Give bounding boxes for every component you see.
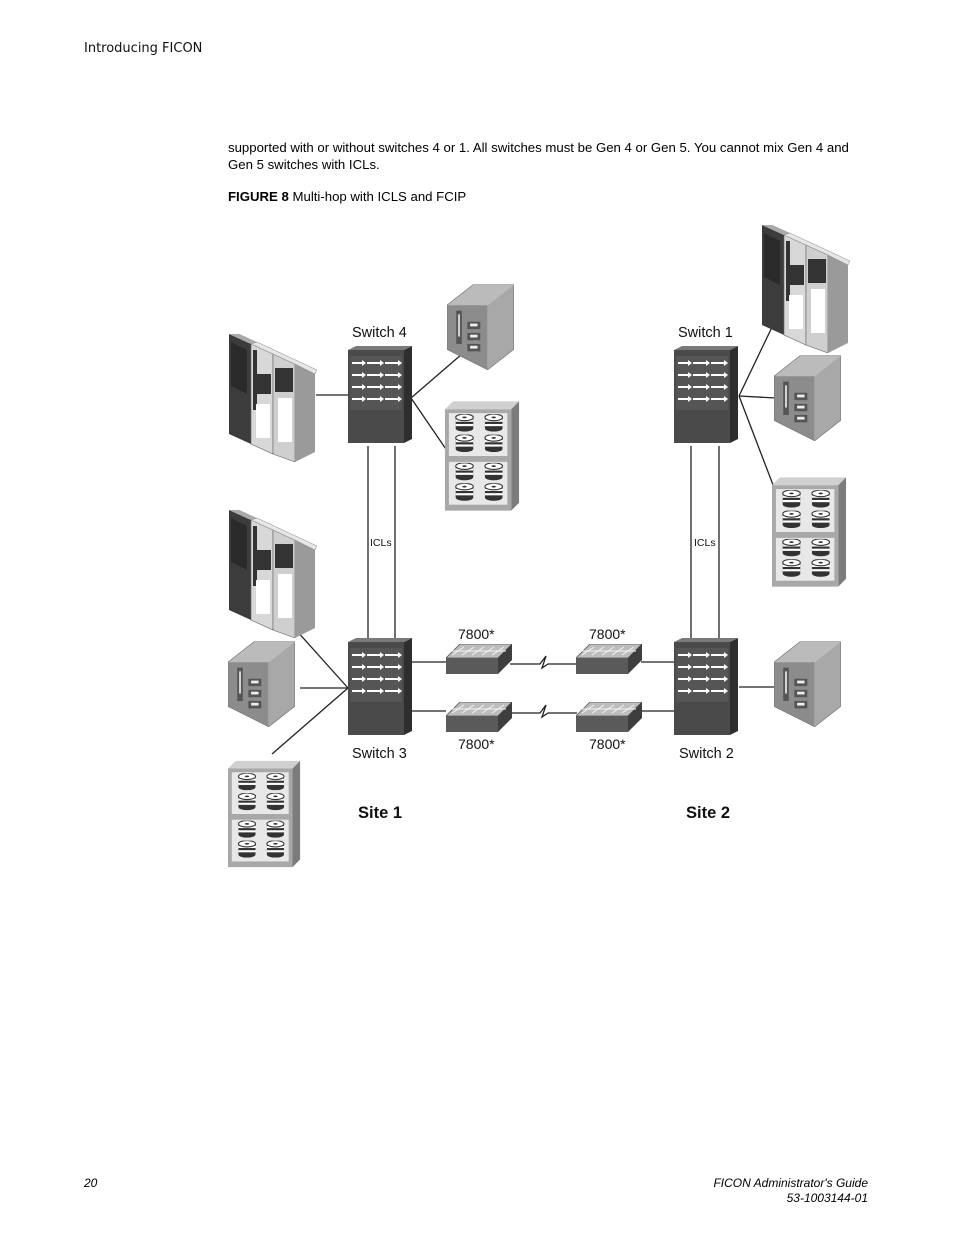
site-2-label: Site 2 — [686, 804, 730, 822]
storage-array-icon — [772, 477, 846, 586]
footer-doc-info: FICON Administrator's Guide 53-1003144-0… — [713, 1176, 868, 1206]
figure-caption: FIGURE 8 Multi-hop with ICLS and FCIP — [228, 189, 466, 204]
ext-top-right-label: 7800* — [589, 626, 626, 642]
ext-top-left-label: 7800* — [458, 626, 495, 642]
extension-switch-icon — [446, 702, 512, 732]
switch-3-label: Switch 3 — [352, 746, 407, 762]
server-icon — [228, 641, 296, 728]
switch-1-icon — [674, 346, 739, 444]
page-number: 20 — [84, 1176, 98, 1190]
body-paragraph: supported with or without switches 4 or … — [228, 140, 849, 172]
server-icon — [774, 355, 842, 442]
footer-doc-title: FICON Administrator's Guide — [713, 1176, 868, 1190]
switch-3-icon — [348, 636, 414, 737]
storage-array-icon — [228, 761, 300, 867]
ext-bottom-right-label: 7800* — [589, 736, 626, 752]
link-lines — [271, 299, 786, 755]
switch-2-icon — [674, 636, 740, 737]
extension-switch-icon — [576, 644, 642, 674]
icls-left-label: ICLs — [370, 537, 392, 549]
extension-switch-icon — [576, 702, 642, 732]
switch-4-icon — [348, 346, 413, 444]
server-icon — [774, 641, 842, 728]
mainframe-icon — [229, 510, 317, 638]
server-icon — [447, 284, 515, 371]
extension-switch-icon — [446, 644, 512, 674]
mainframe-icon — [762, 225, 850, 353]
switch-4-label: Switch 4 — [352, 325, 407, 341]
storage-array-icon — [445, 401, 519, 510]
switch-2-label: Switch 2 — [679, 746, 734, 762]
figure-caption-text: Multi-hop with ICLS and FCIP — [292, 189, 467, 204]
running-header: Introducing FICON — [84, 41, 203, 56]
figure-caption-label: FIGURE 8 — [228, 189, 289, 204]
site-1-label: Site 1 — [358, 804, 402, 822]
footer-doc-number: 53-1003144-01 — [786, 1191, 868, 1205]
ext-bottom-left-label: 7800* — [458, 736, 495, 752]
mainframe-icon — [229, 334, 317, 462]
switch-1-label: Switch 1 — [678, 325, 733, 341]
icls-right-label: ICLs — [694, 537, 716, 549]
